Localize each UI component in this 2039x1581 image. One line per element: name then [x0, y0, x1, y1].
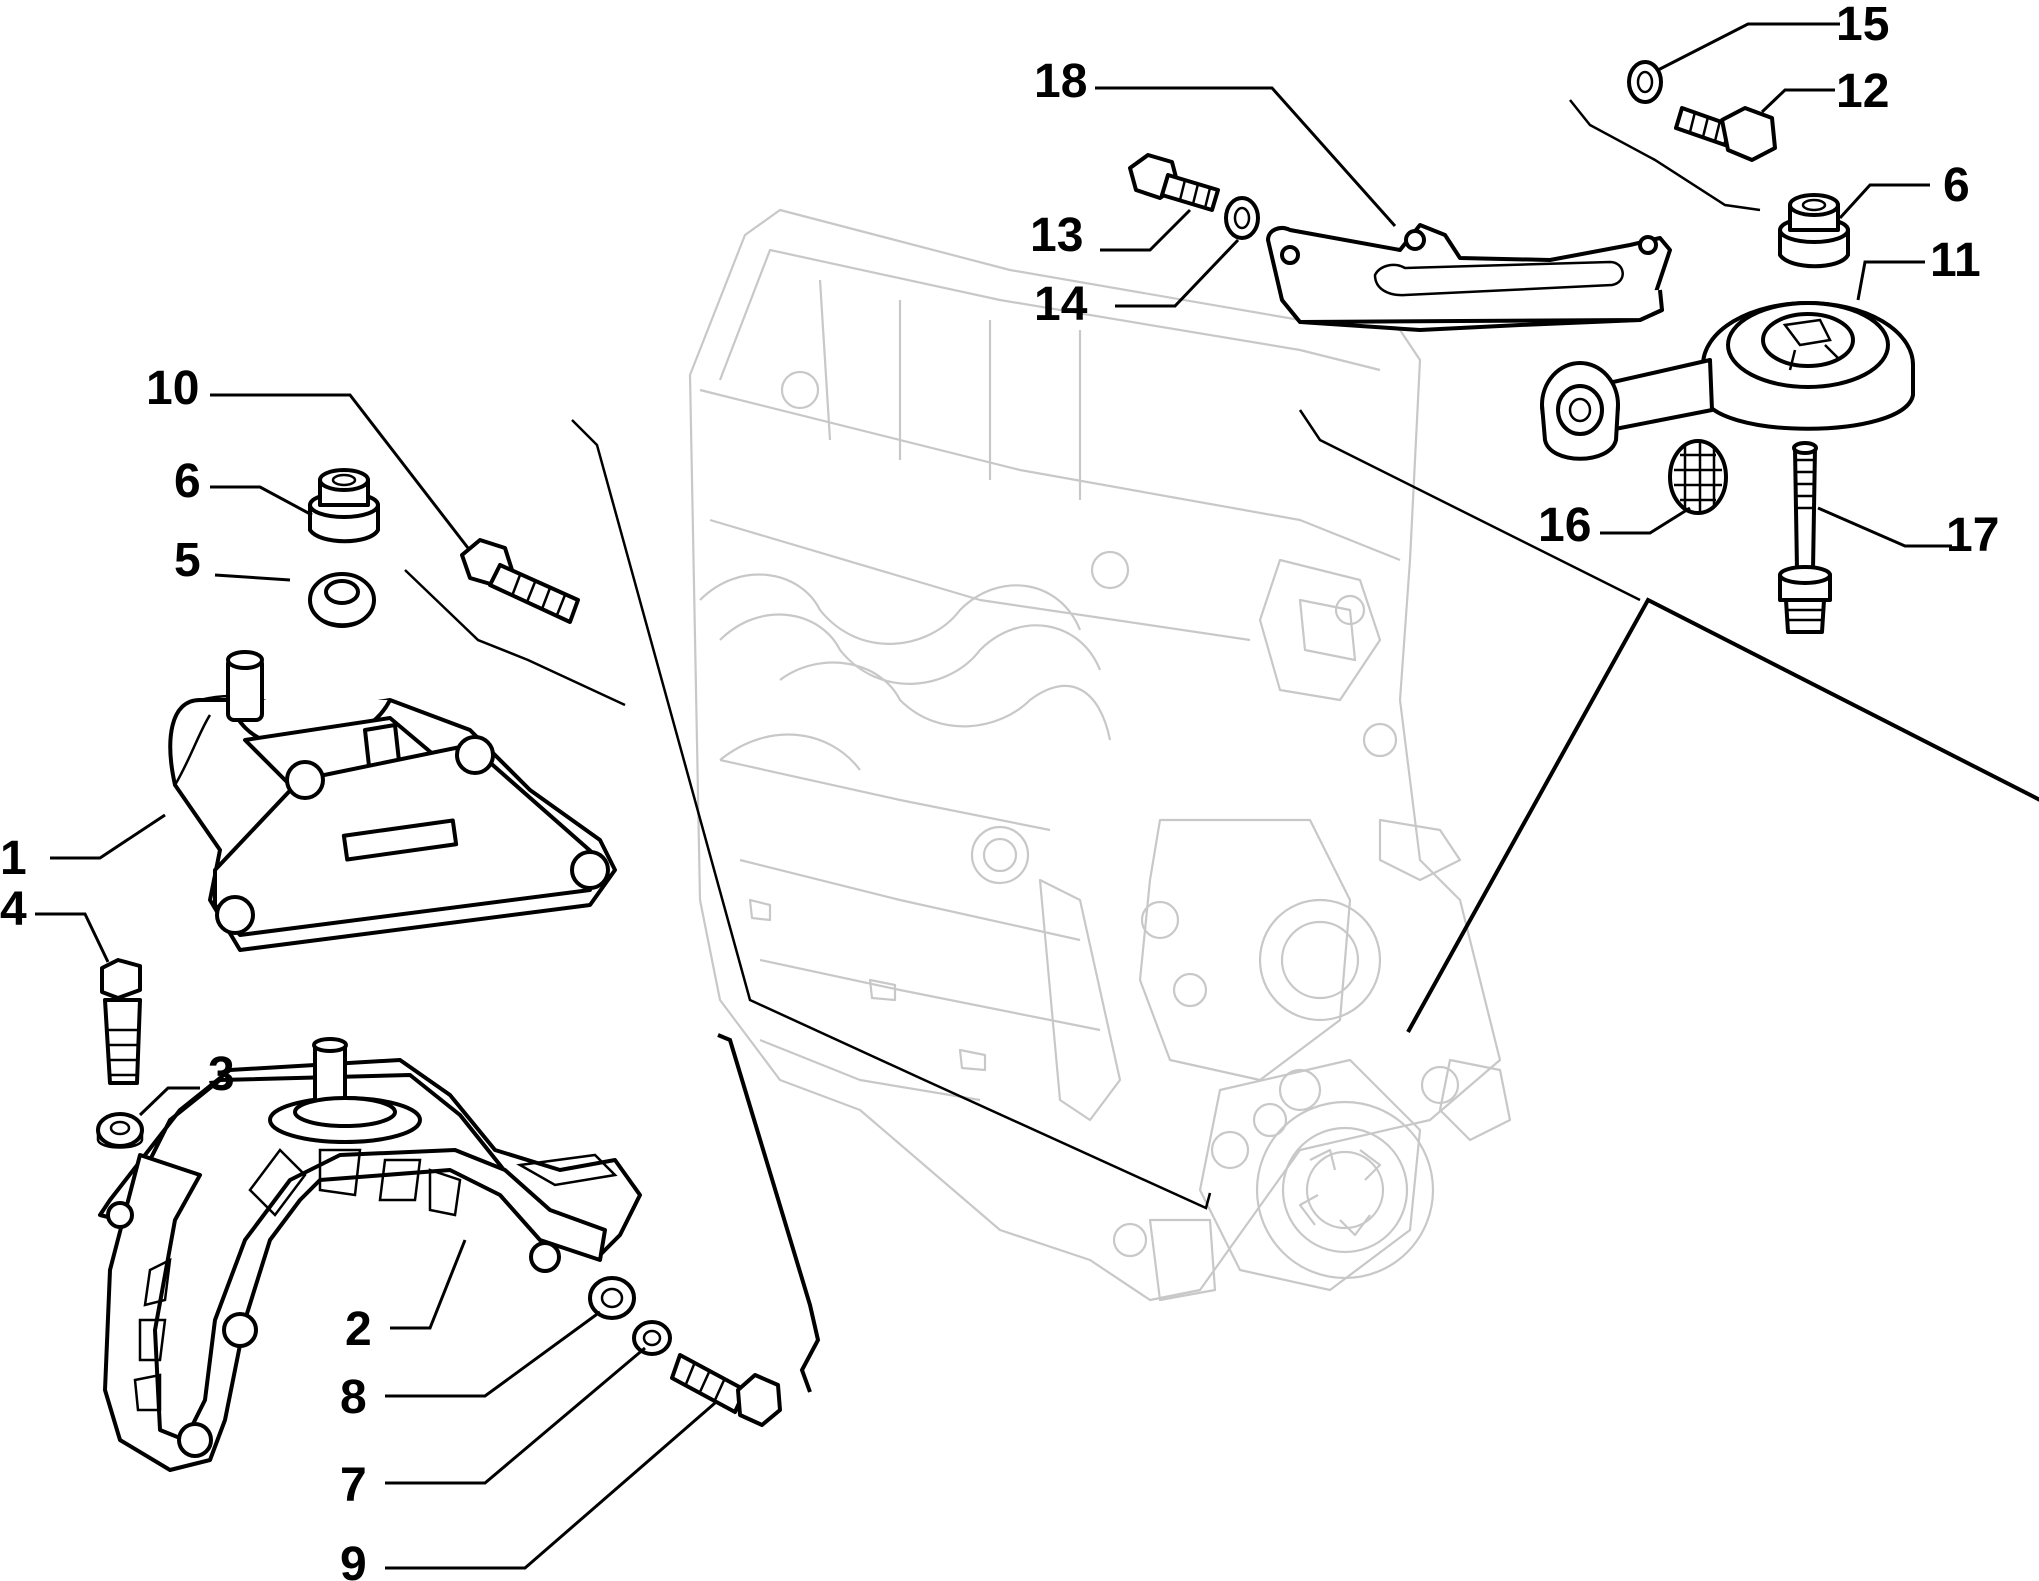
callout-11: 11 — [1930, 234, 1981, 287]
leader-6-right — [1838, 183, 1930, 220]
callout-2: 2 — [345, 1303, 372, 1356]
part-13-bolt — [1128, 153, 1220, 212]
part-12-bolt — [1674, 106, 1777, 162]
callout-3: 3 — [208, 1048, 235, 1101]
part-10-bolt — [460, 538, 580, 624]
callout-13: 13 — [1030, 209, 1083, 262]
callout-5: 5 — [174, 534, 201, 587]
part-1-upper-mount — [168, 650, 617, 952]
leader-8 — [385, 1310, 601, 1398]
leader-18 — [1095, 86, 1397, 227]
part-6-nut-right — [1778, 193, 1850, 269]
callout-15: 15 — [1836, 0, 1889, 51]
part-6-nut-left — [308, 468, 380, 544]
leader-7 — [385, 1346, 646, 1485]
part-15-washer — [1627, 60, 1663, 104]
part-17-stud — [1778, 441, 1832, 634]
leader-5 — [214, 573, 291, 582]
part-4-bolt — [100, 958, 142, 1085]
leader-17 — [1817, 506, 1952, 548]
leader-1 — [50, 813, 166, 860]
callout-6-right: 6 — [1943, 159, 1970, 212]
leader-2 — [390, 1239, 467, 1330]
part-14-washer — [1224, 196, 1260, 240]
callout-8: 8 — [340, 1371, 367, 1424]
leader-11 — [1856, 260, 1925, 301]
callout-17: 17 — [1946, 509, 1999, 562]
leader-4 — [35, 912, 110, 963]
leader-9 — [385, 1401, 716, 1570]
callout-1: 1 — [0, 832, 27, 885]
callout-7: 7 — [340, 1459, 367, 1512]
leader-lines — [35, 22, 1952, 1570]
part-8-washer — [588, 1276, 636, 1320]
leader-13 — [1100, 208, 1192, 252]
part-3-washer — [96, 1112, 144, 1149]
leader-12 — [1760, 88, 1835, 114]
section-lines — [404, 99, 2039, 1393]
leader-16 — [1600, 506, 1691, 535]
callout-16: 16 — [1538, 499, 1591, 552]
callout-6-left: 6 — [174, 455, 201, 508]
callout-18: 18 — [1034, 55, 1087, 108]
leader-6-left — [210, 485, 313, 517]
part-5-cup-washer — [308, 572, 376, 628]
leader-3 — [138, 1086, 200, 1117]
callout-12: 12 — [1836, 65, 1889, 118]
part-16-pad — [1668, 439, 1728, 515]
engine-block — [688, 208, 1512, 1302]
callout-14: 14 — [1034, 278, 1088, 331]
leader-14 — [1115, 238, 1240, 308]
part-7-washer — [632, 1320, 672, 1356]
callout-9: 9 — [340, 1538, 367, 1581]
part-9-bolt — [670, 1353, 782, 1427]
leader-15 — [1657, 22, 1840, 72]
part-2-lower-bracket — [98, 1037, 642, 1472]
callout-10: 10 — [146, 362, 199, 415]
part-11-torque-rod — [1540, 301, 1915, 461]
callout-4: 4 — [0, 883, 27, 936]
part-18-bracket — [1266, 223, 1672, 332]
leader-10 — [210, 393, 470, 549]
